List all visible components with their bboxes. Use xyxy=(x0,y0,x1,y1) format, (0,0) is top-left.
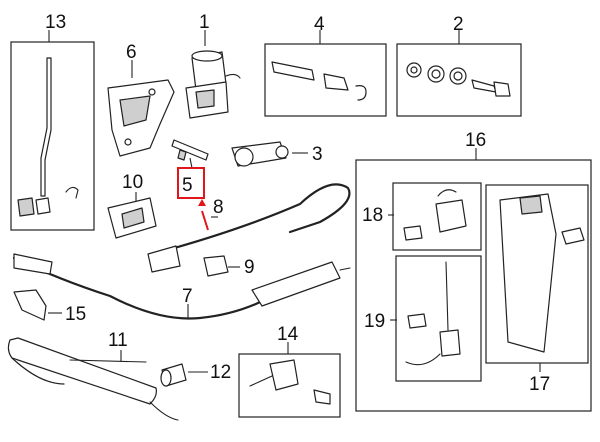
box-13 xyxy=(10,41,95,231)
callout-13: 13 xyxy=(45,12,66,33)
callout-14: 14 xyxy=(277,324,299,345)
part-5-rod xyxy=(171,139,209,169)
callout-4: 4 xyxy=(314,14,325,35)
callout-5: 5 xyxy=(182,175,193,196)
callout-18: 18 xyxy=(362,205,383,226)
part-1-motor xyxy=(185,30,241,119)
part-12-plug xyxy=(160,363,208,387)
callout-15: 15 xyxy=(65,304,86,325)
callout-1: 1 xyxy=(199,12,210,33)
part-7-cable xyxy=(12,253,351,320)
box-4 xyxy=(264,43,387,117)
callout-19: 19 xyxy=(364,311,385,332)
part-15-bracket xyxy=(13,289,62,321)
part-17-bracket xyxy=(499,193,585,372)
callout-10: 10 xyxy=(122,172,143,193)
callout-9: 9 xyxy=(244,257,255,278)
part-8-cable xyxy=(147,183,351,273)
callout-16: 16 xyxy=(465,130,486,151)
part-18-switch xyxy=(388,189,467,241)
box-18 xyxy=(392,182,482,251)
callout-2: 2 xyxy=(453,14,464,35)
part-10-bracket xyxy=(107,192,157,239)
highlight-box-5 xyxy=(177,167,205,199)
callout-11: 11 xyxy=(108,330,128,351)
part-19-sensor xyxy=(390,261,461,366)
part-6-bracket xyxy=(107,60,175,157)
part-13-lever xyxy=(17,30,79,217)
part-3-actuator xyxy=(231,141,308,167)
part-11-cylinder xyxy=(7,337,179,421)
box-17 xyxy=(485,184,589,364)
highlight-arrow-shaft xyxy=(201,210,209,231)
highlight-arrow-head xyxy=(198,199,206,206)
part-2-contents xyxy=(406,30,511,97)
callout-12: 12 xyxy=(210,362,231,383)
box-16 xyxy=(355,159,592,412)
callout-6: 6 xyxy=(126,42,137,63)
callout-7: 7 xyxy=(182,286,193,307)
part-4-contents xyxy=(271,30,367,101)
box-14 xyxy=(238,353,341,418)
box-19 xyxy=(395,255,482,382)
part-14-contents xyxy=(249,342,331,405)
callout-3: 3 xyxy=(312,144,323,165)
callout-17: 17 xyxy=(529,374,550,395)
part-9-clip xyxy=(203,255,240,277)
callout-8: 8 xyxy=(213,197,224,218)
